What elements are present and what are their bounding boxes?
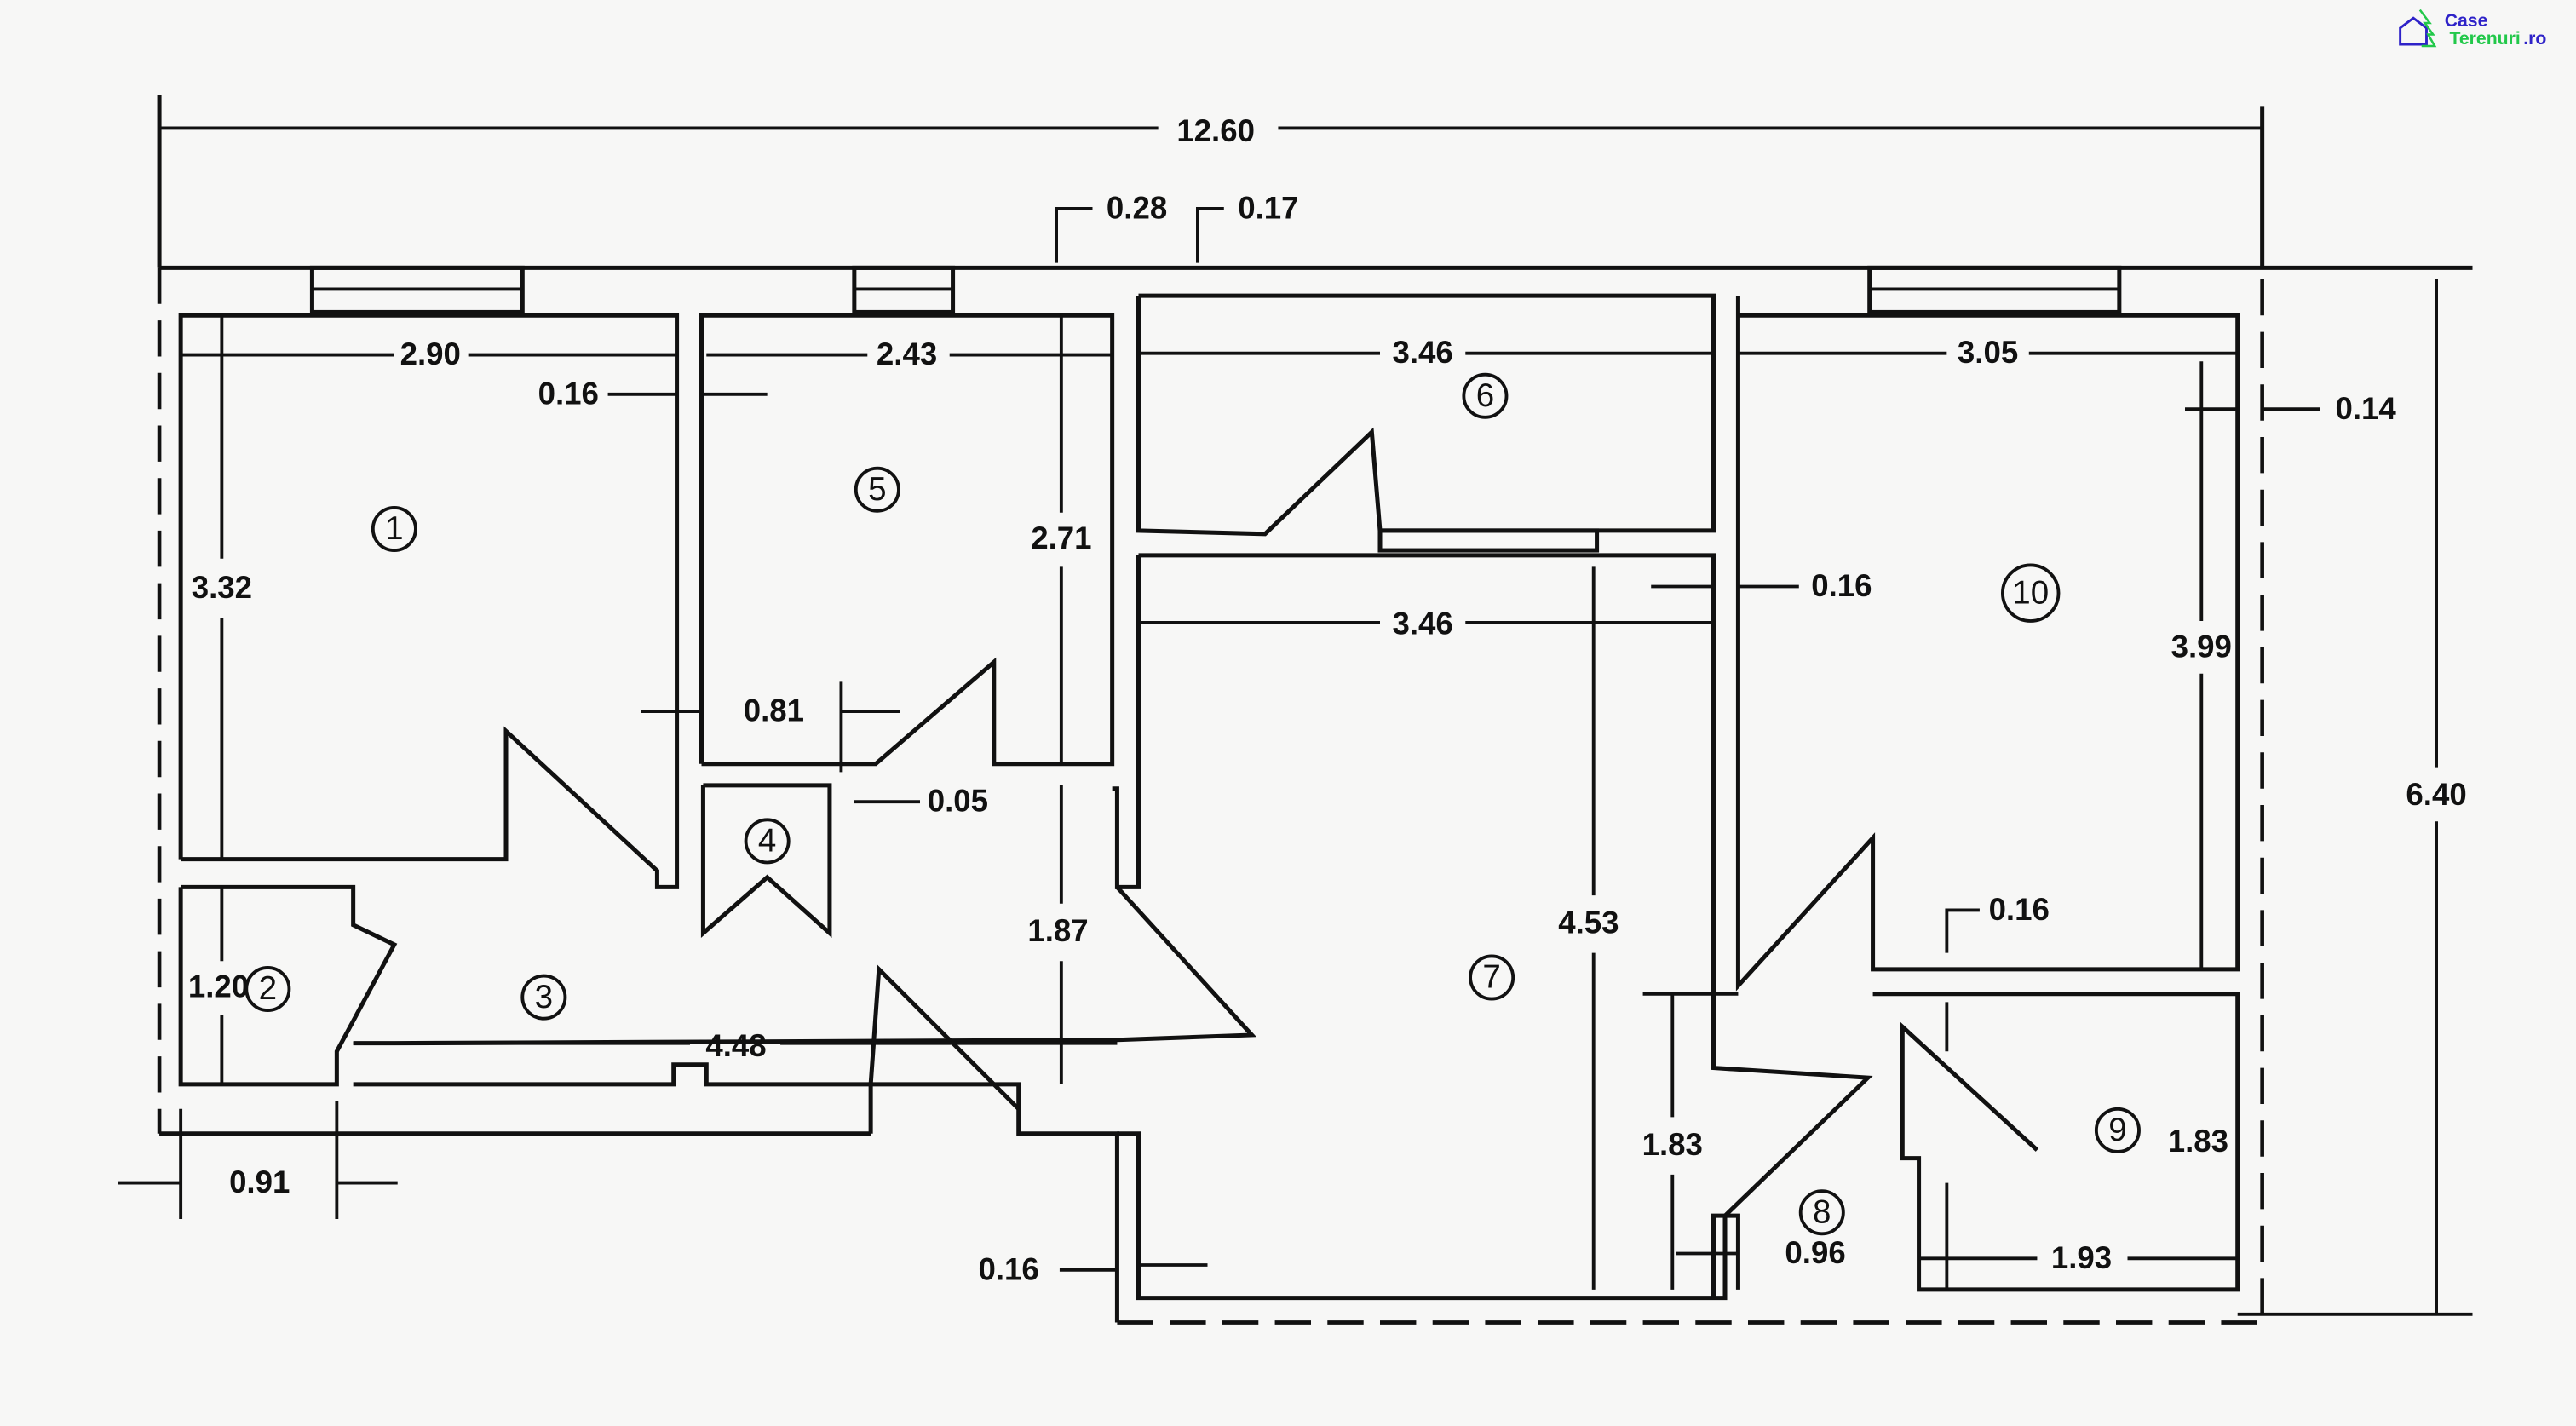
svg-text:8: 8 xyxy=(1813,1193,1831,1230)
room-6: 6 xyxy=(1462,372,1509,419)
windows xyxy=(309,265,2122,553)
logo-case: Case xyxy=(2445,11,2488,31)
svg-text:10: 10 xyxy=(2012,574,2049,611)
dim-label: 1.83 xyxy=(1642,1127,1703,1162)
dim-label: 0.16 xyxy=(1989,892,2050,927)
room-1: 1 xyxy=(371,506,417,552)
logo-suffix: .ro xyxy=(2523,29,2546,49)
room-3: 3 xyxy=(520,974,567,1021)
dim-label: 3.32 xyxy=(192,570,252,605)
svg-text:3: 3 xyxy=(535,979,553,1015)
dim-label: 0.28 xyxy=(1107,191,1167,226)
dim-label: 4.53 xyxy=(1558,905,1619,940)
svg-text:7: 7 xyxy=(1482,959,1500,996)
svg-text:6: 6 xyxy=(1476,377,1494,414)
dim-label: 0.96 xyxy=(1785,1235,1845,1270)
tree-icon xyxy=(2418,9,2437,48)
room-4: 4 xyxy=(744,818,791,865)
dim-label: 0.91 xyxy=(229,1164,290,1199)
room-2: 2 xyxy=(244,966,291,1012)
dim-label: 2.43 xyxy=(877,336,937,371)
dim-label: 4.48 xyxy=(705,1028,766,1063)
dim-label: 1.83 xyxy=(2168,1124,2228,1159)
dim-label: 3.46 xyxy=(1392,606,1452,641)
svg-text:2: 2 xyxy=(259,970,277,1007)
house-icon xyxy=(2399,16,2428,46)
room-8: 8 xyxy=(1798,1189,1845,1236)
dim-label: 3.05 xyxy=(1958,335,2018,370)
svg-text:5: 5 xyxy=(868,471,886,508)
dim-label: 0.17 xyxy=(1238,191,1298,226)
dim-label: 3.99 xyxy=(2171,629,2232,664)
svg-text:9: 9 xyxy=(2108,1112,2126,1148)
room-5: 5 xyxy=(854,466,900,513)
dim-label: 0.14 xyxy=(2335,391,2396,426)
room-7: 7 xyxy=(1469,954,1515,1001)
dim-label: 0.16 xyxy=(1811,568,1872,603)
dim-total-width: 12.60 xyxy=(1176,113,1255,148)
logo-terenuri: Terenuri xyxy=(2450,29,2521,49)
room-10: 10 xyxy=(2001,563,2061,623)
dim-label: 0.16 xyxy=(978,1251,1038,1286)
svg-text:4: 4 xyxy=(758,823,776,860)
dim-label: 1.93 xyxy=(2051,1240,2112,1275)
dimension-labels: 12.60 0.28 0.17 2.90 0.16 2.43 3.46 3.05… xyxy=(188,113,2467,1287)
logo: Case Terenuri .ro xyxy=(2399,9,2546,49)
svg-text:1: 1 xyxy=(385,510,403,547)
room-9: 9 xyxy=(2094,1107,2141,1153)
dim-label: 0.05 xyxy=(928,784,988,819)
interior-walls xyxy=(178,293,2240,1301)
dim-label: 1.87 xyxy=(1027,913,1088,948)
dim-label: 0.81 xyxy=(744,693,804,728)
dimension-lines xyxy=(118,126,2473,1316)
dim-total-height: 6.40 xyxy=(2406,777,2466,812)
dim-label: 2.71 xyxy=(1031,520,1091,555)
dim-label: 0.16 xyxy=(538,376,599,411)
room-numbers: 1 2 3 4 5 6 7 8 9 10 xyxy=(244,372,2141,1236)
dim-label: 3.46 xyxy=(1392,335,1452,370)
dim-label: 1.20 xyxy=(188,969,249,1004)
dim-label: 2.90 xyxy=(400,336,461,371)
